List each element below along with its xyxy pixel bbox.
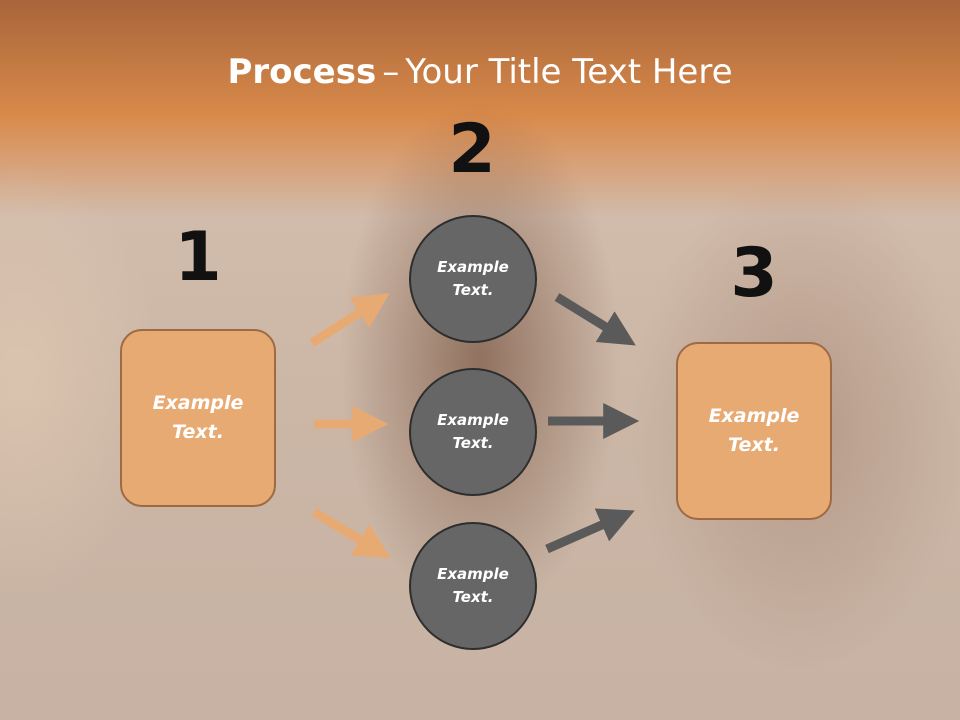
step-box-1[interactable]: Example Text. — [120, 329, 276, 507]
step-number-1: 1 — [174, 218, 222, 297]
circle-2-line1: Example — [437, 411, 509, 429]
title-rest: Your Title Text Here — [405, 52, 733, 92]
step-box-3-line1: Example — [708, 405, 800, 427]
arrow-orange-down — [311, 508, 391, 559]
title-dash: – — [382, 52, 400, 92]
step-box-1-line1: Example — [152, 392, 244, 414]
process-circle-2[interactable]: Example Text. — [409, 368, 537, 496]
circle-3-line1: Example — [437, 565, 509, 583]
step-box-1-line2: Text. — [172, 421, 224, 443]
arrow-gray-down — [554, 293, 636, 346]
circle-1-line1: Example — [437, 258, 509, 276]
step-number-2: 2 — [448, 110, 496, 189]
step-box-3[interactable]: Example Text. — [676, 342, 832, 520]
circle-1-line2: Text. — [452, 281, 494, 299]
arrow-gray-up — [545, 508, 635, 554]
step-box-3-line2: Text. — [728, 434, 780, 456]
circle-2-line2: Text. — [452, 434, 494, 452]
process-circle-1[interactable]: Example Text. — [409, 215, 537, 343]
process-circle-3[interactable]: Example Text. — [409, 522, 537, 650]
slide-title: Process–Your Title Text Here — [0, 52, 960, 92]
title-bold: Process — [227, 52, 377, 92]
step-number-3: 3 — [730, 234, 778, 313]
circle-3-line2: Text. — [452, 588, 494, 606]
arrow-orange-up — [309, 293, 390, 347]
